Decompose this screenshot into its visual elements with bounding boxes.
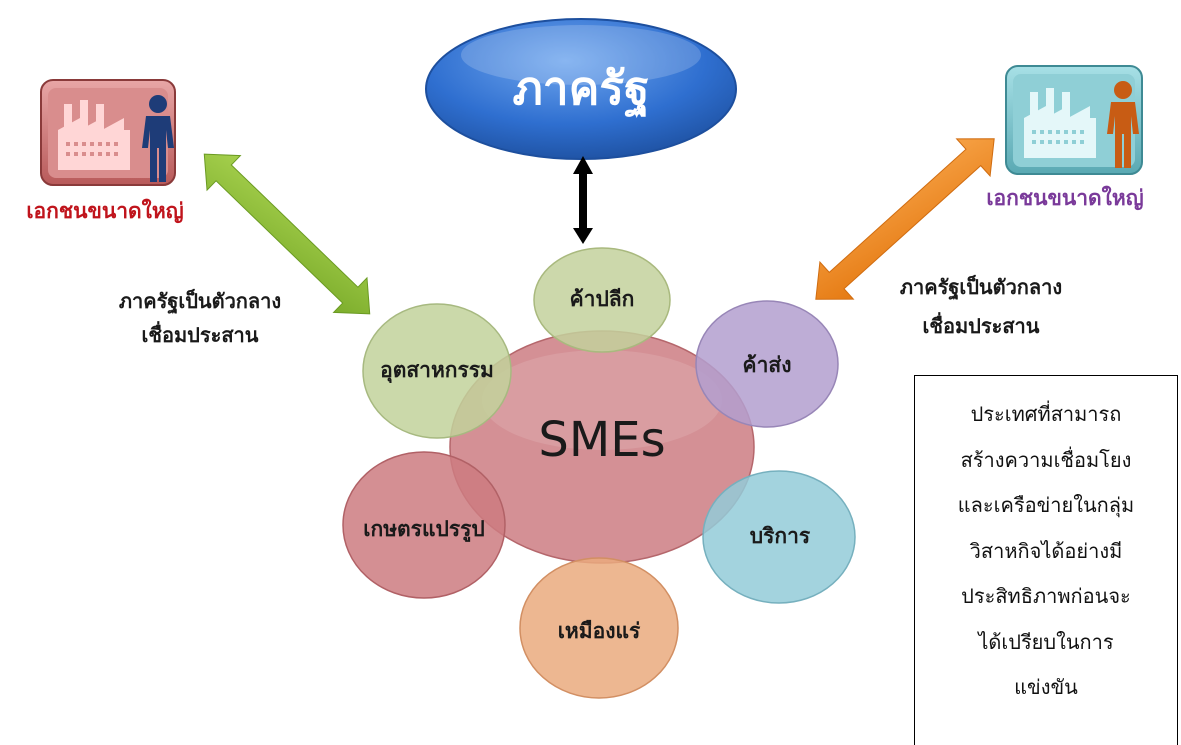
wholesale-label: ค้าส่ง (742, 353, 792, 377)
agro-bubble (342, 451, 506, 599)
info-box: ประเทศที่สามารถ สร้างความเชื่อมโยง และเค… (914, 375, 1178, 745)
mining-bubble (519, 557, 679, 699)
right-mediator-line2: เชื่อมประสาน (922, 314, 1040, 338)
government-highlight (461, 25, 701, 85)
government-ellipse (425, 18, 737, 160)
factory-person-icon-right (1005, 65, 1143, 175)
sme-label: SMEs (538, 412, 666, 468)
info-line: สร้างความเชื่อมโยง (960, 447, 1132, 472)
government-title: ภาครัฐ (512, 61, 650, 115)
right-link-arrow (815, 138, 995, 300)
wholesale-bubble (695, 300, 839, 428)
info-line: และเครือข่ายในกลุ่ม (957, 493, 1135, 517)
sme-highlight (482, 350, 722, 450)
gov-link-arrow (573, 156, 593, 244)
left-corp-label: เอกชนขนาดใหญ่ (26, 199, 184, 223)
service-label: บริการ (749, 524, 811, 548)
info-line: วิสาหกิจได้อย่างมี (969, 538, 1123, 563)
left-link-arrow (203, 153, 371, 315)
right-mediator-line1: ภาครัฐเป็นตัวกลาง (899, 275, 1063, 299)
left-mediator-line2: เชื่อมประสาน (141, 323, 259, 347)
info-line: ประเทศที่สามารถ (970, 402, 1122, 426)
info-line: ประสิทธิภาพก่อนจะ (961, 584, 1131, 608)
left-mediator-line1: ภาครัฐเป็นตัวกลาง (118, 289, 282, 313)
industry-label: อุตสาหกรรม (380, 358, 494, 382)
factory-person-icon-left (40, 79, 176, 186)
info-line: แข่งขัน (1014, 675, 1078, 699)
mining-label: เหมืองแร่ (557, 619, 641, 643)
info-line: ได้เปรียบในการ (978, 629, 1114, 654)
service-bubble (702, 470, 856, 604)
right-corp-label: เอกชนขนาดใหญ่ (986, 186, 1144, 210)
retail-label: ค้าปลีก (569, 287, 635, 311)
retail-bubble (533, 247, 671, 353)
industry-bubble (362, 303, 512, 439)
agro-label: เกษตรแปรรูป (363, 517, 485, 541)
